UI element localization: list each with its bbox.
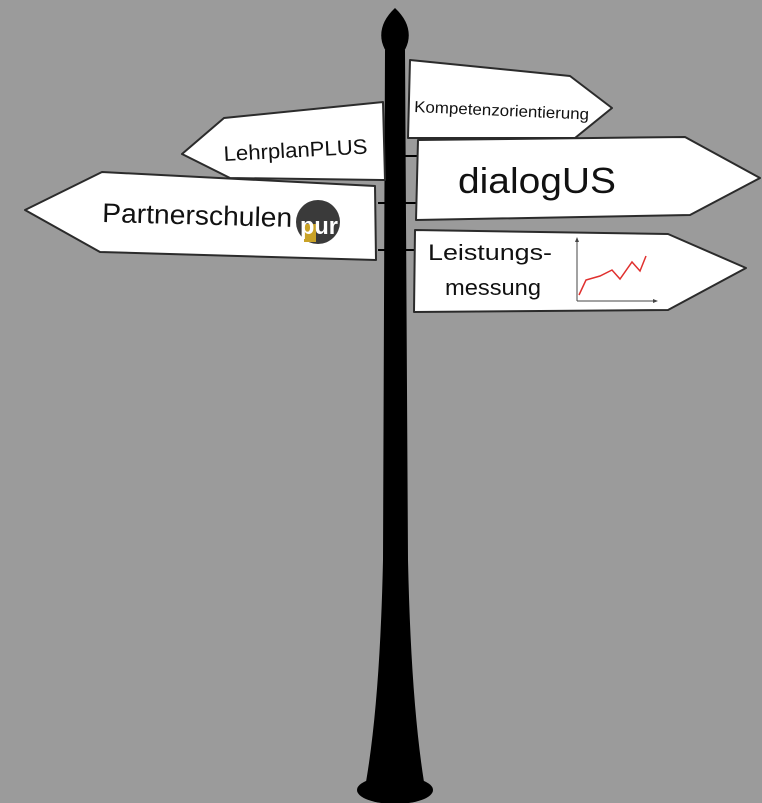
sign-lehrplanplus: LehrplanPLUS — [181, 101, 386, 181]
sign-leistungsmessung: Leistungs- messung — [413, 229, 747, 313]
sign-label-dialogus: dialogUS — [458, 160, 616, 201]
pole-shaft — [366, 50, 424, 782]
sign-brackets — [378, 155, 418, 251]
sign-label-partnerschulen: Partnerschulen — [102, 198, 293, 233]
pur-logo-text: pur — [300, 213, 338, 240]
sign-partnerschulen: Partnerschulen pur — [24, 171, 377, 261]
line-chart-icon — [575, 237, 658, 303]
signpost-pole — [357, 8, 433, 803]
pole-finial — [381, 8, 409, 58]
sign-label-leistungs: Leistungs- — [428, 240, 552, 265]
sign-label-messung: messung — [445, 275, 541, 300]
pole-base — [357, 776, 433, 803]
sign-kompetenzorientierung: Kompetenzorientierung — [407, 59, 613, 139]
sign-dialogus: dialogUS — [415, 136, 761, 221]
pur-logo-icon: pur — [296, 200, 340, 244]
